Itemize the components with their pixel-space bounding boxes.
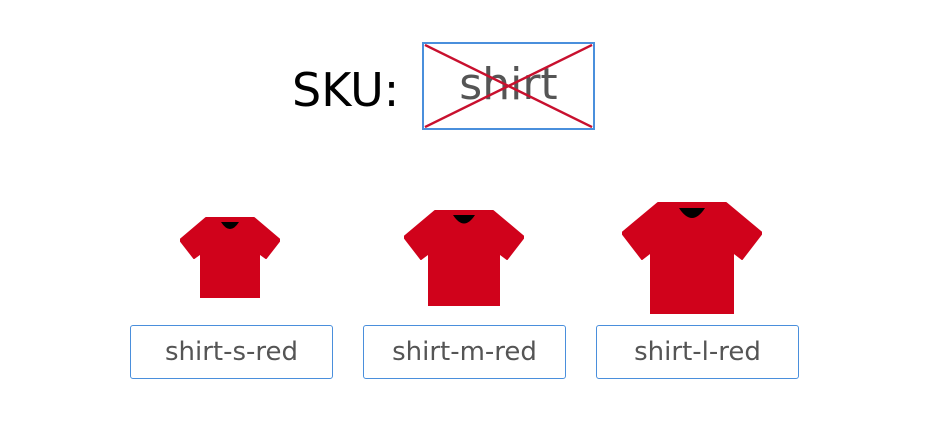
t-shirt-icon [622,202,762,314]
t-shirt-icon [180,217,280,298]
sku-box: shirt [422,42,595,130]
variant-label-medium: shirt-m-red [363,325,566,379]
sku-label: SKU: [292,63,400,117]
cross-out-icon [424,44,593,128]
variant-label-large: shirt-l-red [596,325,799,379]
t-shirt-icon [404,210,524,306]
variant-label-small: shirt-s-red [130,325,333,379]
